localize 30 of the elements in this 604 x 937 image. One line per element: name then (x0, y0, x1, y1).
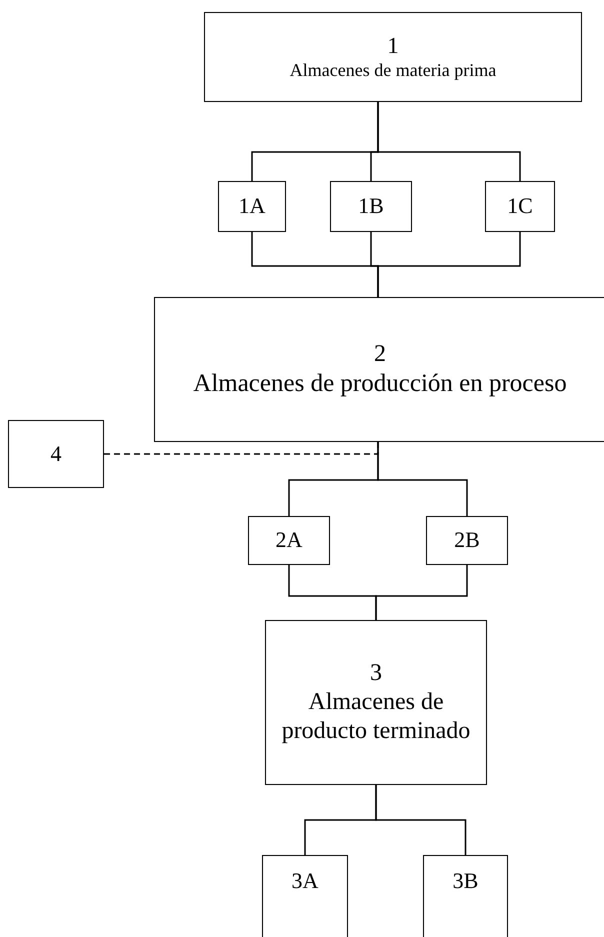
storage-box (204, 12, 582, 102)
connector-line (377, 442, 468, 516)
storage-box (218, 181, 286, 232)
storage-box (154, 297, 604, 442)
box-label: 1A (238, 193, 266, 220)
box-number: 1 (387, 32, 399, 60)
box-number: 2 (374, 340, 386, 369)
connector-line (377, 102, 521, 181)
box-label: 3A (292, 868, 318, 894)
box-label: 1B (358, 193, 384, 220)
box-title: Almacenes de materia prima (288, 60, 498, 82)
box-title: Almacenes de producto terminado (280, 688, 472, 746)
box-title: Almacenes de producción en proceso (192, 368, 568, 399)
storage-box (485, 181, 555, 232)
box-label: 1C (507, 193, 533, 220)
storage-box (248, 516, 330, 565)
storage-box (423, 855, 508, 937)
box-label: 4 (50, 440, 62, 468)
box-label: 3B (452, 868, 478, 894)
connector-line (375, 565, 468, 620)
connector-line (375, 785, 466, 855)
storage-box (330, 181, 412, 232)
box-label: 2B (454, 527, 480, 554)
storage-box (8, 420, 104, 488)
box-number: 3 (370, 659, 382, 688)
connector-line (377, 232, 521, 297)
storage-box (265, 620, 487, 785)
storage-box (426, 516, 508, 565)
box-label: 2A (276, 527, 302, 554)
storage-box (262, 855, 348, 937)
